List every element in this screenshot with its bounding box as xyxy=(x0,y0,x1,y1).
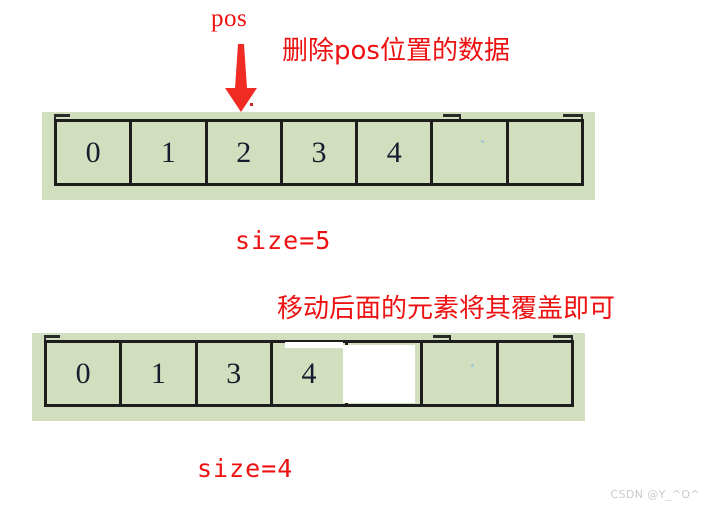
scan-tick xyxy=(54,114,56,122)
caption-delete-at-pos: 删除pos位置的数据 xyxy=(282,36,510,66)
array-cell xyxy=(423,343,499,407)
scan-tick xyxy=(581,114,583,122)
scan-tick xyxy=(449,335,451,343)
csdn-watermark: CSDN @Y_^O^ xyxy=(610,488,700,501)
image-speck xyxy=(471,364,474,367)
array-cell: 1 xyxy=(122,343,198,407)
scan-tick xyxy=(459,114,461,122)
array-before-cells: 0 1 2 3 4 xyxy=(54,119,584,186)
erased-streak xyxy=(285,342,343,348)
scan-tick xyxy=(44,335,60,338)
scan-tick xyxy=(54,114,70,117)
pos-pointer-label: pos xyxy=(211,5,248,32)
array-after-cells: 0 1 3 4 xyxy=(44,340,574,407)
caption-shift-and-overwrite: 移动后面的元素将其覆盖即可 xyxy=(277,294,616,324)
image-speck xyxy=(481,140,484,143)
scan-tick xyxy=(563,114,582,117)
scan-tick xyxy=(571,335,573,343)
array-cell: 0 xyxy=(57,122,133,186)
arrow-down-icon xyxy=(225,44,257,112)
size-label-after: size=4 xyxy=(197,454,294,483)
array-cell xyxy=(508,122,584,186)
array-cell xyxy=(433,122,509,186)
array-cell: 0 xyxy=(47,343,123,407)
size-label-before: size=5 xyxy=(235,226,332,255)
array-cell: 4 xyxy=(358,122,434,186)
array-cell: 1 xyxy=(132,122,208,186)
array-cell: 2 xyxy=(207,122,283,186)
scan-tick xyxy=(553,335,572,338)
array-before: 0 1 2 3 4 xyxy=(42,112,595,200)
array-cell xyxy=(498,343,574,407)
arrow-speck xyxy=(250,103,253,106)
scan-tick xyxy=(433,335,451,338)
array-cell: 3 xyxy=(282,122,359,186)
array-cell: 3 xyxy=(197,343,273,407)
scan-tick xyxy=(44,335,46,343)
array-cell: 4 xyxy=(272,343,349,407)
erased-cell-patch xyxy=(343,345,415,403)
array-cell xyxy=(348,343,424,407)
scan-tick xyxy=(443,114,461,117)
